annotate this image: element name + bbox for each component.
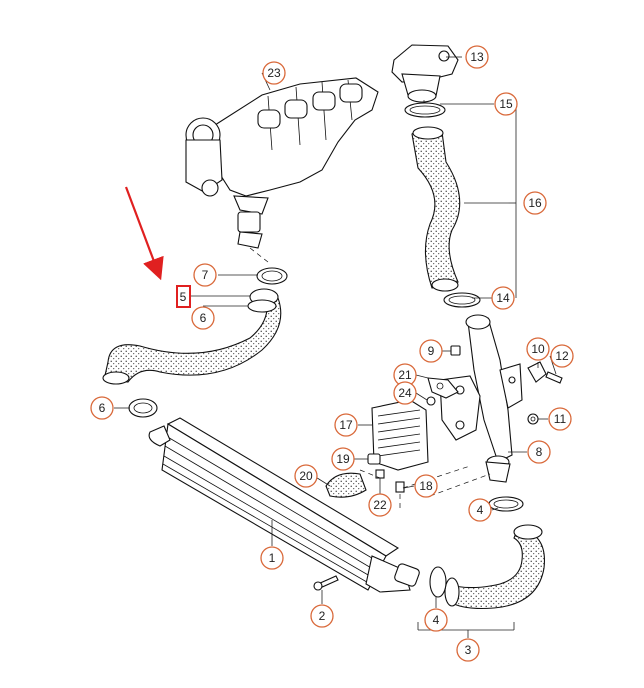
callout-15-label: 14 <box>496 291 510 305</box>
pipe-bracket-8 <box>439 314 523 483</box>
callout-9-label: 9 <box>428 344 435 358</box>
callout-5-label: 5 <box>180 290 187 304</box>
clamp-6-left <box>128 398 158 418</box>
callout-19-label: 18 <box>419 479 433 493</box>
callout-22: 22 <box>368 493 392 517</box>
callout-16: 13 <box>465 45 489 69</box>
upper-hose-clamp-14 <box>404 102 446 118</box>
callout-9: 9 <box>419 339 443 363</box>
callout-16-label: 13 <box>470 50 484 64</box>
bolt-2 <box>313 575 339 591</box>
callout-6-left: 6 <box>90 396 114 420</box>
callout-7: 7 <box>193 263 217 287</box>
callout-7-label: 7 <box>202 268 209 282</box>
callout-20: 20 <box>294 464 318 488</box>
hose-clamp-15 <box>443 292 481 308</box>
callout-11: 10 <box>526 337 550 361</box>
callout-14-label: 15 <box>499 97 513 111</box>
clamp-6-right <box>247 299 277 313</box>
screw-19 <box>395 481 405 512</box>
throttle-housing <box>391 44 459 110</box>
callout-21: 19 <box>331 447 355 471</box>
callout-10: 11 <box>548 407 572 431</box>
sensor-21 <box>367 453 381 465</box>
callout-8: 8 <box>527 440 551 464</box>
clip-11 <box>527 361 547 383</box>
callout-17: 23 <box>262 61 286 85</box>
callout-11-label: 10 <box>531 342 545 356</box>
callouts: 23 13 15 16 14 7 5 6 6 9 21 24 17 19 20 … <box>90 45 574 662</box>
callout-4-upper: 4 <box>468 498 492 522</box>
bolt-9 <box>450 345 461 356</box>
clamp-7 <box>256 267 288 285</box>
screw-12 <box>545 371 563 384</box>
callout-1-label: 1 <box>269 551 276 565</box>
callout-6-right-label: 6 <box>200 311 207 325</box>
clamp-4-lower <box>429 566 447 598</box>
callout-18: 17 <box>334 413 358 437</box>
callout-24-label: 24 <box>398 386 412 400</box>
upper-hose-13 <box>411 126 461 292</box>
bracket-23 <box>427 377 459 399</box>
callout-3-label: 3 <box>465 643 472 657</box>
turbocharger-manifold <box>185 77 379 263</box>
callout-12: 12 <box>550 344 574 368</box>
callout-13-label: 16 <box>528 196 542 210</box>
callout-4-upper-label: 4 <box>477 503 484 517</box>
callout-1: 1 <box>260 546 284 570</box>
callout-17-label: 23 <box>267 66 281 80</box>
nut-10 <box>527 413 539 425</box>
callout-19: 18 <box>414 474 438 498</box>
callout-18-label: 17 <box>339 418 353 432</box>
callout-15: 14 <box>491 286 515 310</box>
callout-5: 5 <box>180 290 187 304</box>
callout-2-label: 2 <box>319 609 326 623</box>
callout-2: 2 <box>310 604 334 628</box>
callout-10-label: 11 <box>554 412 567 426</box>
callout-23-label: 21 <box>398 368 412 382</box>
callout-21-label: 19 <box>336 452 350 466</box>
callout-13: 16 <box>523 191 547 215</box>
callout-6-right: 6 <box>191 306 215 330</box>
connector-20 <box>325 472 367 498</box>
callout-6-left-label: 6 <box>99 401 106 415</box>
intercooler-1 <box>148 417 420 593</box>
callout-22-label: 22 <box>373 498 387 512</box>
callout-12-label: 12 <box>555 349 569 363</box>
callout-3: 3 <box>456 638 480 662</box>
callout-24: 24 <box>393 381 417 405</box>
lower-hose-3 <box>444 524 546 610</box>
red-pointer-arrow <box>124 186 191 308</box>
callout-4-lower: 4 <box>424 608 448 632</box>
callout-4-lower-label: 4 <box>433 613 440 627</box>
callout-8-label: 8 <box>536 445 543 459</box>
callout-20-label: 20 <box>299 469 313 483</box>
callout-14: 15 <box>494 92 518 116</box>
nut-24 <box>426 396 436 406</box>
callout-23: 21 <box>393 363 417 387</box>
